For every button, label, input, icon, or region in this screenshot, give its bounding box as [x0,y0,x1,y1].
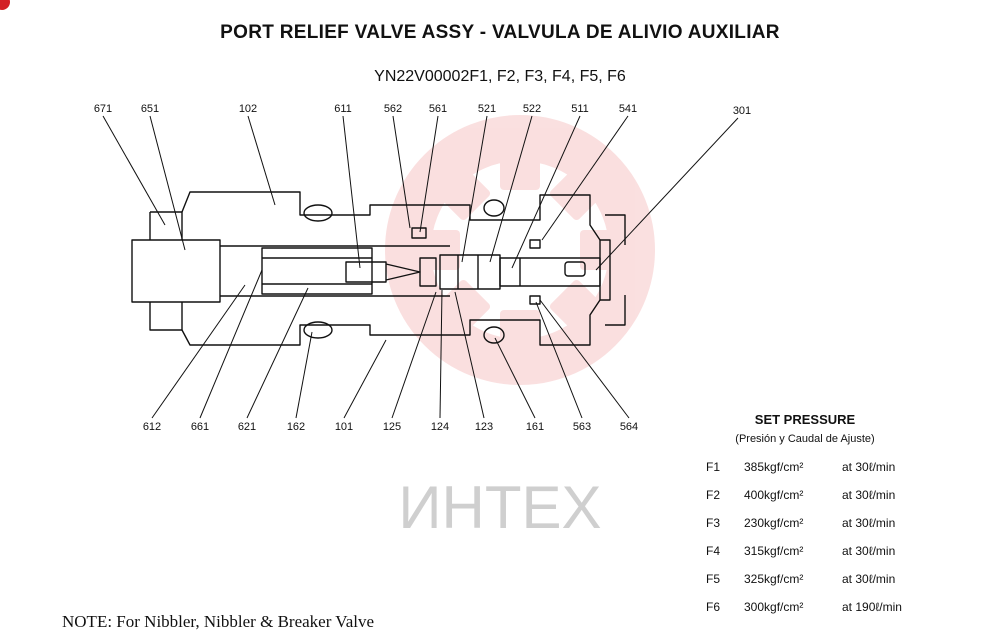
part-label: 521 [478,103,496,115]
set-pressure-row: F2 400kgf/cm² at 30ℓ/min [706,481,910,509]
part-label: 651 [141,103,159,115]
part-label: 162 [287,421,305,433]
row-pressure: 230kgf/cm² [744,516,804,530]
model-code: YN22V00002F1, F2, F3, F4, F5, F6 [374,68,626,85]
set-pressure-title: SET PRESSURE [754,412,856,427]
part-label: 124 [431,421,449,433]
part-label: 561 [429,103,447,115]
row-flow: at 30ℓ/min [842,488,896,502]
watermark-text: ИНТЕХ [398,474,601,541]
part-label: 522 [523,103,541,115]
part-labels-bottom: 612 661 621 162 101 125 124 123 161 563 … [143,421,638,433]
row-pressure: 300kgf/cm² [744,600,804,614]
row-code: F1 [706,460,721,474]
set-pressure-table: SET PRESSURE (Presión y Caudal de Ajuste… [700,412,910,621]
row-flow: at 30ℓ/min [842,544,896,558]
row-code: F6 [706,600,721,614]
part-label: 661 [191,421,209,433]
row-code: F3 [706,516,721,530]
part-label: 101 [335,421,353,433]
part-label: 564 [620,421,638,433]
row-flow: at 30ℓ/min [842,460,896,474]
row-flow: at 30ℓ/min [842,572,896,586]
part-label: 671 [94,103,112,115]
part-label: 125 [383,421,401,433]
row-pressure: 315kgf/cm² [744,544,804,558]
part-label: 611 [334,103,352,115]
part-label: 123 [475,421,493,433]
part-label: 612 [143,421,161,433]
part-label: 511 [571,103,589,115]
part-label: 541 [619,103,637,115]
page-title: PORT RELIEF VALVE ASSY - VALVULA DE ALIV… [220,22,780,43]
row-flow: at 30ℓ/min [842,516,896,530]
row-pressure: 400kgf/cm² [744,488,804,502]
corner-badge [0,0,10,10]
row-flow: at 190ℓ/min [842,600,902,614]
valve-body-drawing [131,191,626,346]
row-code: F4 [706,544,721,558]
set-pressure-row: F4 315kgf/cm² at 30ℓ/min [706,537,910,565]
row-code: F5 [706,572,721,586]
row-pressure: 325kgf/cm² [744,572,804,586]
set-pressure-row: F3 230kgf/cm² at 30ℓ/min [706,509,910,537]
set-pressure-row: F5 325kgf/cm² at 30ℓ/min [706,565,910,593]
row-pressure: 385kgf/cm² [744,460,804,474]
part-label: 562 [384,103,402,115]
note-text: NOTE: For Nibbler, Nibbler & Breaker Val… [62,612,375,631]
set-pressure-subtitle: (Presión y Caudal de Ajuste) [735,433,875,445]
row-code: F2 [706,488,721,502]
set-pressure-row: F6 300kgf/cm² at 190ℓ/min [706,593,910,621]
leader-lines [102,115,739,419]
part-label: 621 [238,421,256,433]
part-label: 563 [573,421,591,433]
part-labels-top: 671 651 102 611 562 561 521 522 511 541 … [94,103,751,117]
part-label: 301 [733,105,751,117]
part-label: 102 [239,103,257,115]
part-label: 161 [526,421,544,433]
set-pressure-row: F1 385kgf/cm² at 30ℓ/min [706,453,910,481]
